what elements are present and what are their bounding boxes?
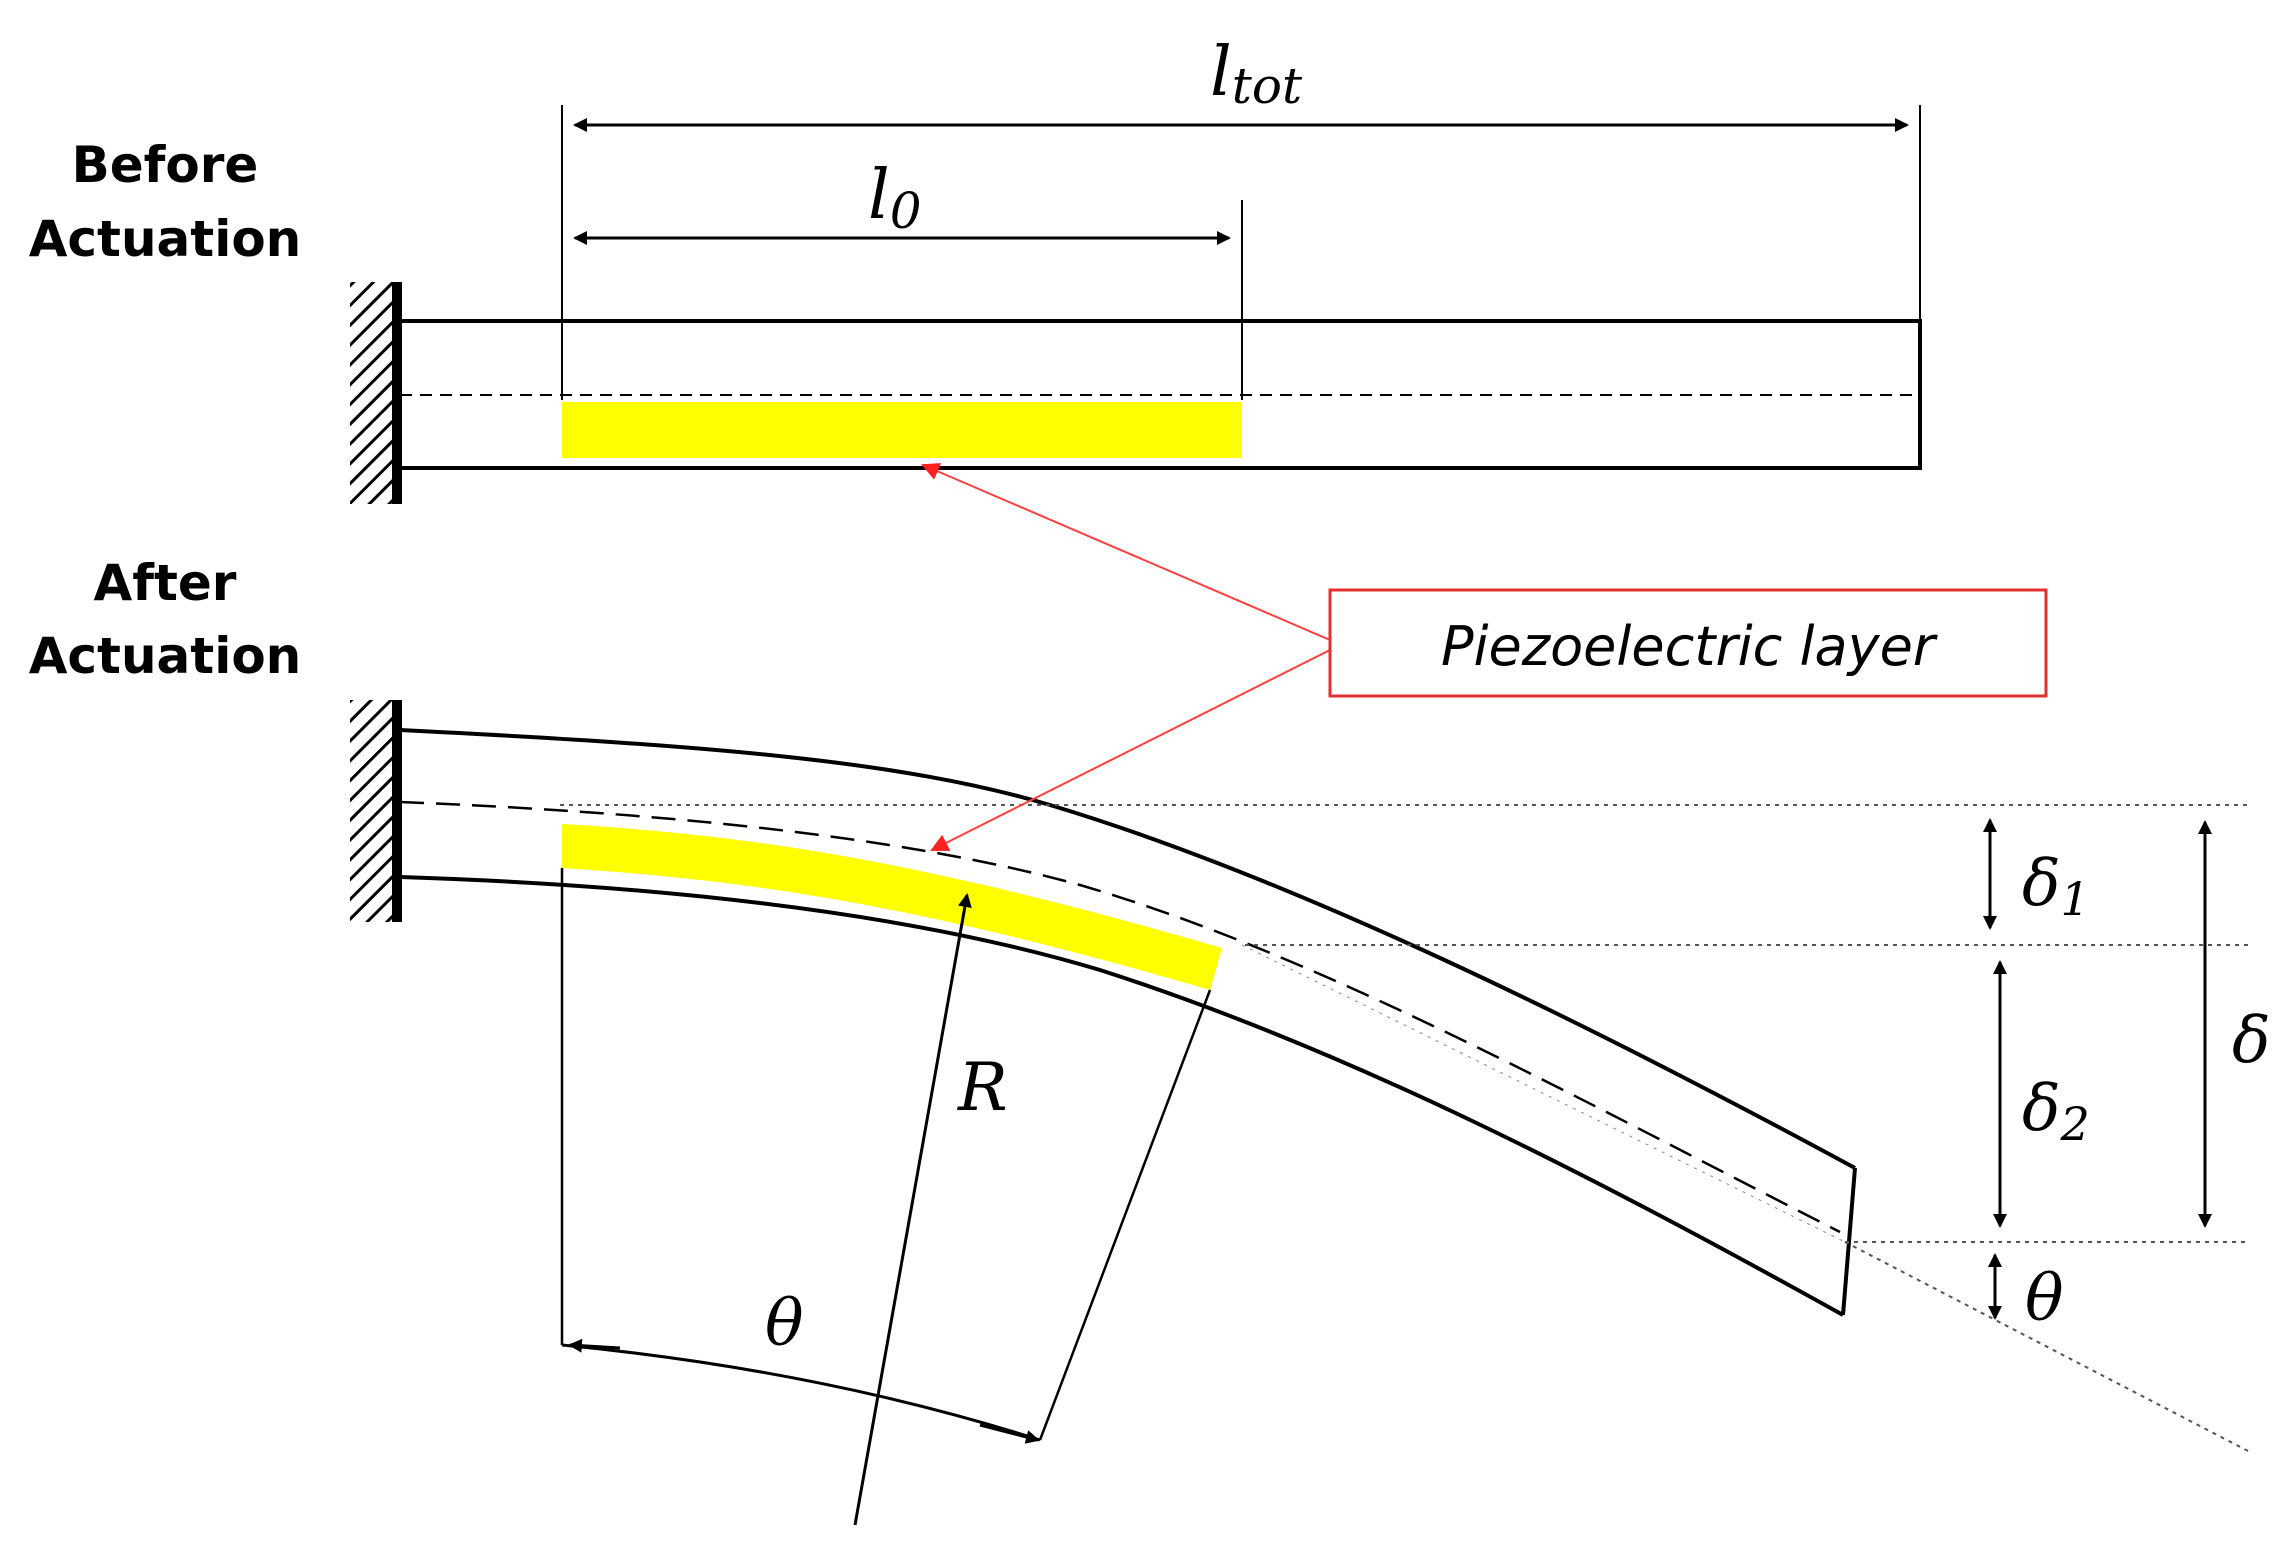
fixed-wall-before (350, 282, 394, 504)
after-label-line1: After (94, 554, 237, 612)
callout-box (1328, 588, 2048, 698)
bent-beam-top (399, 728, 1856, 1170)
delta2-label: δ2 (2022, 1072, 2090, 1151)
ltot-label: ltot (1210, 33, 1303, 115)
fixed-wall-after (350, 700, 394, 922)
bent-beam-bottom (399, 875, 1844, 1317)
piezo-layer-before (562, 402, 1242, 458)
radius-R-label: R (957, 1049, 1008, 1126)
delta-label: δ (2232, 1004, 2271, 1078)
callout-text: Piezoelectric layer (1441, 615, 1938, 678)
before-label-line2: Actuation (29, 210, 302, 268)
neutral-axis-after (399, 800, 1841, 1234)
radius-right-line (1038, 989, 1212, 1441)
after-label-line2: Actuation (29, 627, 302, 685)
tip-tangent-line (1844, 1241, 2251, 1453)
callout-pointer-after (930, 649, 1331, 851)
before-label-line1: Before (72, 136, 259, 194)
radius-R-arrow (853, 893, 972, 1526)
theta-arc (561, 1343, 1041, 1442)
piezo-layer-after (562, 824, 1222, 990)
delta1-label: δ1 (2022, 847, 2090, 926)
theta-arc-label: θ (765, 1287, 804, 1361)
tip-theta-label: θ (2025, 1262, 2064, 1336)
callout-pointer-before (921, 463, 1331, 641)
l0-label: l0 (868, 156, 922, 240)
